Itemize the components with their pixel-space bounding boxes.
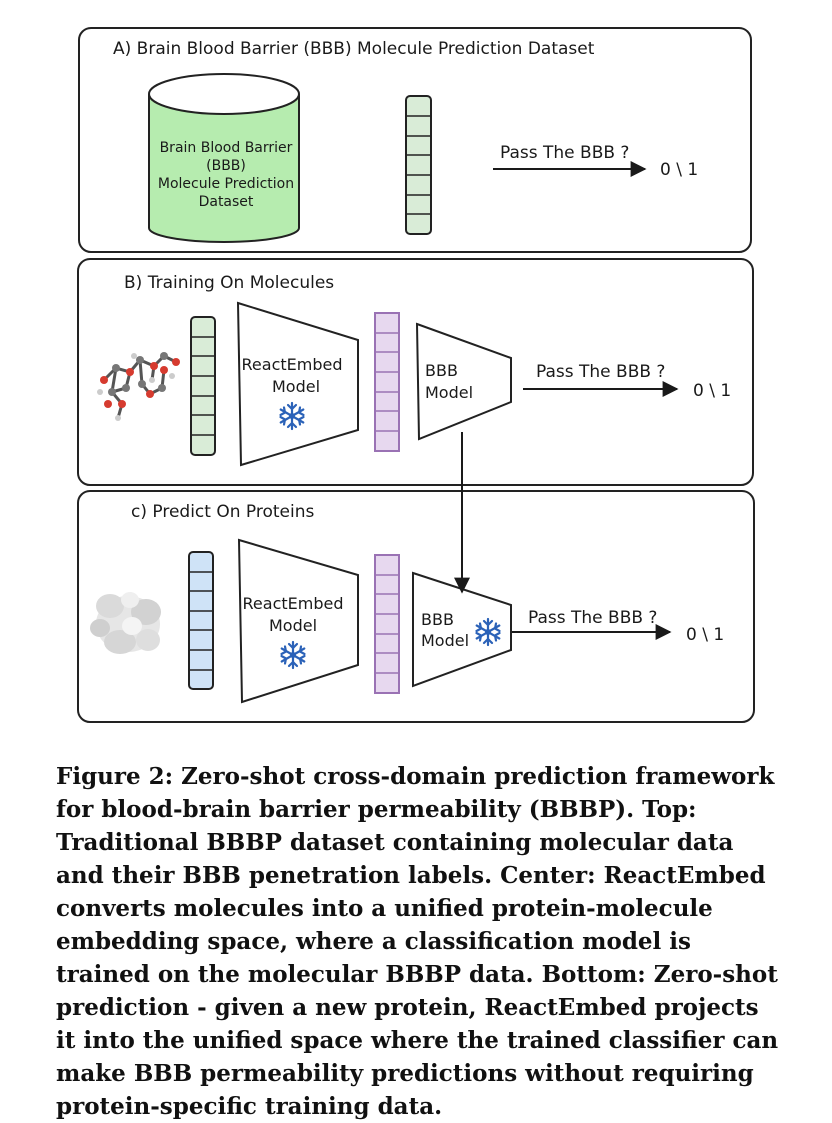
panel-b-title: B) Training On Molecules <box>124 273 334 293</box>
reactembed-model-b: ReactEmbed Model <box>236 301 359 467</box>
panel-c-question: Pass The BBB ? <box>528 608 657 628</box>
panel-b: B) Training On Molecules <box>77 258 754 486</box>
panel-b-output: 0 \ 1 <box>693 381 731 401</box>
cylinder-label-line-1: Brain Blood Barrier <box>160 140 293 156</box>
panel-a-output: 0 \ 1 <box>660 160 698 180</box>
panel-c: c) Predict On Proteins ReactEmbed Model <box>77 490 755 723</box>
bbb-model-b-line-1: BBB <box>425 361 458 380</box>
figure-caption: Figure 2: Zero-shot cross-domain predict… <box>56 763 779 1120</box>
protein-image <box>90 592 161 654</box>
bbb-model-c-line-1: BBB <box>421 610 454 629</box>
panel-c-title: c) Predict On Proteins <box>131 502 314 522</box>
panel-b-question: Pass The BBB ? <box>536 362 665 382</box>
cylinder-label-line-4: Dataset <box>199 194 254 210</box>
reactembed-model-b-line-2: Model <box>272 377 320 396</box>
bbb-model-c: BBB Model <box>412 571 512 688</box>
reactembed-model-c-line-1: ReactEmbed <box>243 594 344 613</box>
reactembed-model-c: ReactEmbed Model <box>237 538 359 704</box>
cylinder-label-line-3: Molecule Prediction <box>158 176 294 192</box>
panel-a-question: Pass The BBB ? <box>500 143 629 163</box>
bbb-model-b-line-2: Model <box>425 383 473 402</box>
molecule-feature-vector-b <box>190 316 216 456</box>
dataset-cylinder: Brain Blood Barrier (BBB) Molecule Predi… <box>148 73 300 243</box>
reactembed-model-b-line-1: ReactEmbed <box>242 355 343 374</box>
molecule-feature-vector-a <box>405 95 432 235</box>
reactembed-model-c-line-2: Model <box>269 616 317 635</box>
panel-c-output: 0 \ 1 <box>686 625 724 645</box>
protein-feature-vector <box>188 551 214 690</box>
cylinder-label-line-2: (BBB) <box>206 158 246 174</box>
bbb-model-b: BBB Model <box>415 322 512 441</box>
panel-a-title: A) Brain Blood Barrier (BBB) Molecule Pr… <box>113 39 595 59</box>
bbb-model-c-line-2: Model <box>421 631 469 650</box>
panel-a: A) Brain Blood Barrier (BBB) Molecule Pr… <box>78 27 752 253</box>
unified-embedding-vector-b <box>374 312 400 452</box>
molecule-image <box>97 352 180 421</box>
bbbp-framework-diagram: A) Brain Blood Barrier (BBB) Molecule Pr… <box>77 27 755 723</box>
unified-embedding-vector-c <box>374 554 400 694</box>
